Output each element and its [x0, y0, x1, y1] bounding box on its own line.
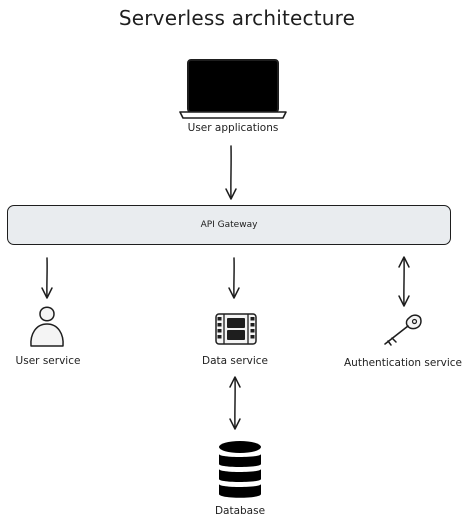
user-applications-label: User applications [187, 122, 279, 134]
person-icon [30, 306, 64, 347]
authentication-service-label: Authentication service [343, 357, 463, 369]
laptop-icon [179, 59, 287, 119]
arrow-data-service-database [229, 376, 241, 430]
user-service-label: User service [15, 355, 81, 367]
arrow-api-gateway-to-user-service [41, 257, 53, 299]
api-gateway-box: API Gateway [7, 205, 451, 245]
database-icon [219, 441, 261, 498]
film-strip-icon [215, 313, 257, 345]
key-icon [384, 314, 422, 346]
arrow-user-applications-to-api-gateway [225, 145, 237, 200]
api-gateway-label: API Gateway [200, 220, 258, 230]
arrow-api-gateway-authentication-service [398, 256, 410, 307]
database-label: Database [214, 505, 266, 517]
diagram-title: Serverless architecture [118, 6, 356, 30]
arrow-api-gateway-to-data-service [228, 257, 240, 299]
data-service-label: Data service [201, 355, 269, 367]
